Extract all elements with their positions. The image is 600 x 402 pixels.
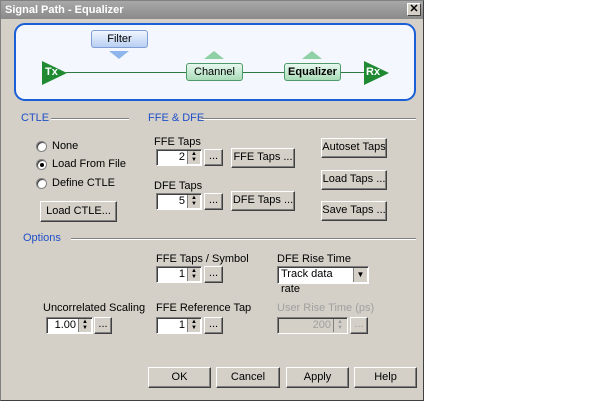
rx-node[interactable] (364, 61, 389, 85)
radio-load-from-file-label: Load From File (52, 158, 126, 170)
user-rise-time-spinner[interactable]: 200▲▼ (277, 317, 348, 334)
spin-arrows-icon[interactable]: ▲▼ (187, 195, 200, 208)
ffe-taps-symbol-value: 1 (178, 268, 185, 280)
radio-define-ctle[interactable] (36, 178, 47, 189)
dfe-taps-value: 5 (178, 195, 185, 207)
ffe-dfe-group-label: FFE & DFE (148, 112, 205, 124)
channel-expand-icon[interactable] (204, 51, 224, 59)
ok-button[interactable]: OK (148, 367, 211, 388)
ffe-reference-tap-dots-button[interactable]: ... (204, 317, 223, 334)
load-taps-button[interactable]: Load Taps ... (321, 170, 387, 190)
ffe-taps-symbol-dots-button[interactable]: ... (204, 266, 223, 283)
load-ctle-button[interactable]: Load CTLE... (40, 201, 117, 222)
user-rise-time-label: User Rise Time (ps) (277, 302, 375, 314)
radio-define-ctle-label: Define CTLE (52, 177, 115, 189)
uncorrelated-scaling-dots-button[interactable]: ... (94, 317, 112, 334)
spin-arrows-icon[interactable]: ▲▼ (187, 268, 200, 281)
ffe-reference-tap-spinner[interactable]: 1▲▼ (156, 317, 202, 334)
tx-label: Tx (45, 66, 58, 78)
divider (201, 118, 416, 120)
filter-expand-icon[interactable] (109, 51, 129, 59)
options-group-label: Options (23, 232, 61, 244)
dfe-taps-spinner[interactable]: 5▲▼ (156, 193, 202, 210)
radio-none[interactable] (36, 141, 47, 152)
spin-arrows-icon[interactable]: ▲▼ (187, 319, 200, 332)
ctle-group-label: CTLE (21, 112, 50, 124)
spin-arrows-icon[interactable]: ▲▼ (187, 151, 200, 164)
ffe-taps-value: 2 (178, 151, 185, 163)
dfe-taps-button[interactable]: DFE Taps ... (231, 191, 295, 211)
ffe-taps-dots-button[interactable]: ... (204, 149, 223, 166)
filter-node[interactable]: Filter (91, 30, 148, 48)
user-rise-time-dots-button[interactable]: ... (350, 317, 368, 334)
title-bar: Signal Path - Equalizer (1, 1, 423, 19)
tx-node[interactable] (42, 61, 67, 85)
save-taps-button[interactable]: Save Taps ... (321, 201, 387, 221)
signal-path-equalizer-dialog: Signal Path - Equalizer ✕ Filter Tx Chan… (0, 0, 424, 401)
uncorrelated-scaling-value: 1.00 (54, 319, 76, 331)
dfe-rise-time-value: Track data rate (281, 268, 333, 295)
ffe-reference-tap-label: FFE Reference Tap (156, 302, 252, 314)
divider (71, 238, 416, 240)
dfe-rise-time-label: DFE Rise Time (277, 253, 351, 265)
ffe-taps-symbol-label: FFE Taps / Symbol (156, 253, 249, 265)
spin-arrows-icon[interactable]: ▲▼ (333, 319, 346, 332)
equalizer-expand-icon[interactable] (302, 51, 322, 59)
equalizer-node[interactable]: Equalizer (284, 63, 341, 81)
ffe-taps-label: FFE Taps (154, 136, 201, 148)
help-button[interactable]: Help (354, 367, 417, 388)
apply-button[interactable]: Apply (286, 367, 349, 388)
divider (51, 118, 129, 120)
ffe-taps-button[interactable]: FFE Taps ... (231, 148, 295, 168)
uncorrelated-scaling-label: Uncorrelated Scaling (43, 302, 146, 314)
dfe-rise-time-select[interactable]: Track data rate ▼ (277, 266, 369, 295)
dropdown-arrow-icon[interactable]: ▼ (353, 268, 367, 282)
dfe-taps-dots-button[interactable]: ... (204, 193, 223, 210)
ffe-taps-spinner[interactable]: 2▲▼ (156, 149, 202, 166)
radio-load-from-file[interactable] (36, 159, 47, 170)
rx-label: Rx (366, 66, 381, 78)
radio-none-label: None (52, 140, 79, 152)
channel-node[interactable]: Channel (186, 63, 243, 81)
dfe-taps-label: DFE Taps (154, 180, 203, 192)
spin-arrows-icon[interactable]: ▲▼ (78, 319, 91, 332)
ffe-reference-tap-value: 1 (178, 319, 185, 331)
uncorrelated-scaling-spinner[interactable]: 1.00▲▼ (46, 317, 93, 334)
cancel-button[interactable]: Cancel (216, 367, 280, 388)
autoset-taps-button[interactable]: Autoset Taps (321, 138, 387, 158)
ffe-taps-symbol-spinner[interactable]: 1▲▼ (156, 266, 202, 283)
user-rise-time-value: 200 (312, 319, 331, 331)
close-button[interactable]: ✕ (407, 3, 421, 16)
signal-path-diagram: Filter Tx Channel Equalizer Rx (14, 23, 416, 101)
